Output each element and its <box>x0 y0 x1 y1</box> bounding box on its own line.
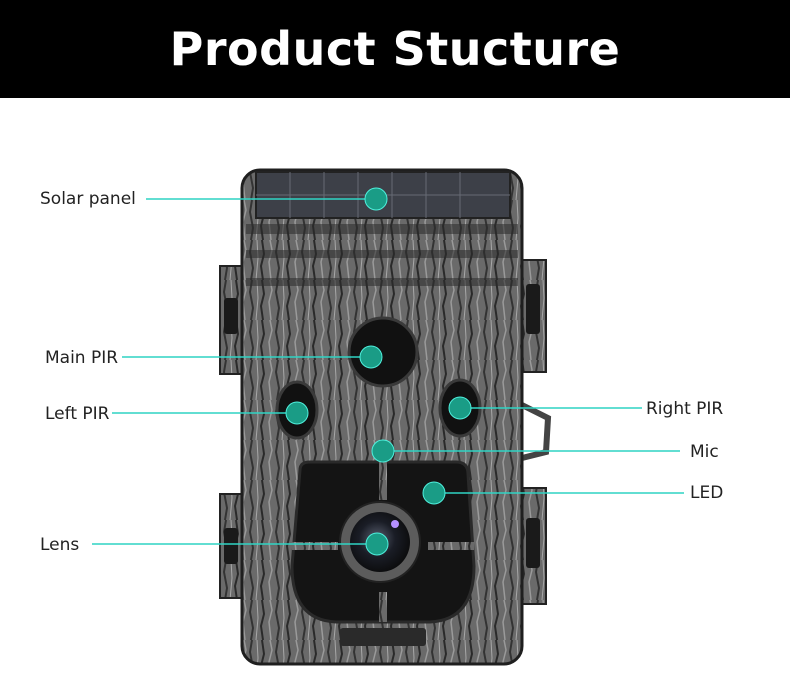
callout-dot-mic <box>371 439 395 463</box>
label-lens: Lens <box>40 535 80 555</box>
body-ridge <box>246 224 518 234</box>
main-pir-sensor <box>347 316 419 388</box>
label-main-pir: Main PIR <box>45 348 119 368</box>
header-banner: Product Stucture <box>0 0 790 98</box>
nameplate <box>340 628 426 646</box>
callout-dot-lens <box>365 532 389 556</box>
label-left-pir: Left PIR <box>45 404 110 424</box>
left-latch-lower <box>224 528 238 564</box>
label-right-pir: Right PIR <box>646 399 724 419</box>
label-led: LED <box>690 483 724 503</box>
callout-dot-left-pir <box>285 401 309 425</box>
body-ridge <box>246 250 518 258</box>
label-solar-panel: Solar panel <box>40 189 136 209</box>
callout-dot-solar-panel <box>364 187 388 211</box>
body-ridge <box>246 278 518 286</box>
left-latch <box>224 298 238 334</box>
lens-glint <box>391 520 399 528</box>
callout-dot-main-pir <box>359 345 383 369</box>
right-hook <box>518 401 552 461</box>
camera-diagram <box>92 168 684 666</box>
callout-dot-led <box>422 481 446 505</box>
label-mic: Mic <box>690 442 719 462</box>
callout-dot-right-pir <box>448 396 472 420</box>
right-latch <box>526 284 540 334</box>
right-latch-lower <box>526 518 540 568</box>
page-title: Product Stucture <box>169 22 621 76</box>
